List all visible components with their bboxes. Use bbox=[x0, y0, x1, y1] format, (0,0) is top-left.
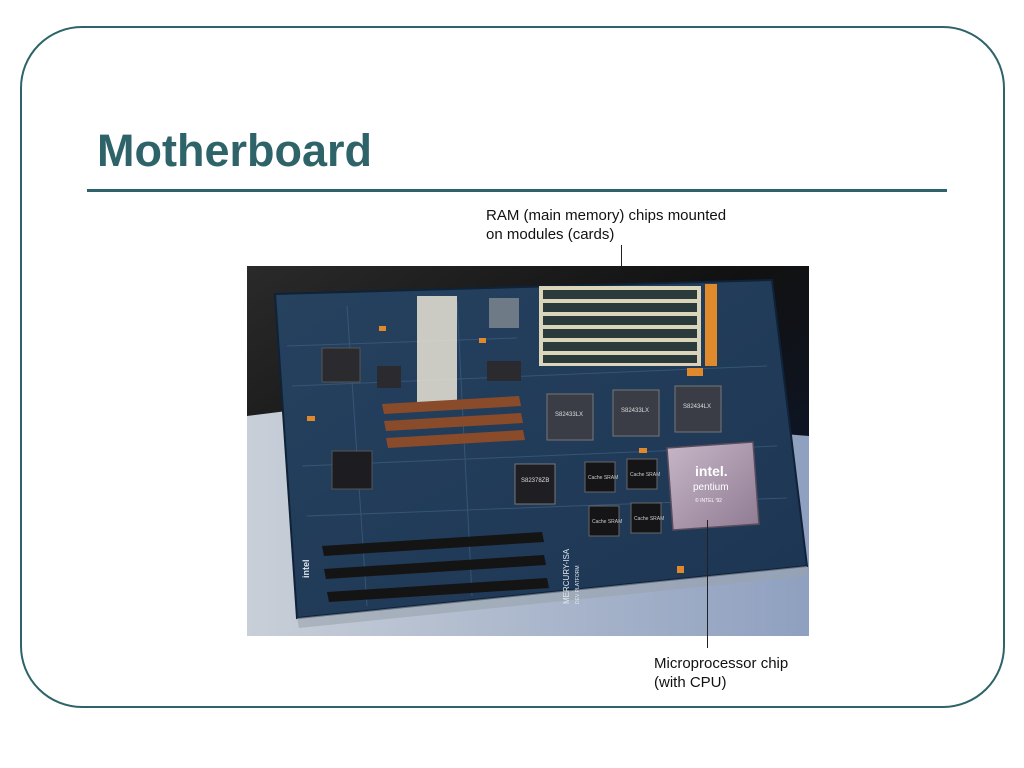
cpu-callout-line2: (with CPU) bbox=[654, 674, 727, 691]
cpu-brand: intel. bbox=[695, 463, 728, 479]
chip-small bbox=[377, 366, 401, 388]
socket-vertical bbox=[417, 296, 457, 406]
slide-frame bbox=[20, 26, 1005, 708]
cpu-leader-line bbox=[707, 520, 708, 648]
cache-sram-2 bbox=[626, 458, 658, 490]
chip-small-2 bbox=[487, 361, 521, 381]
chip-left-top bbox=[321, 347, 361, 383]
chipset-3-label: S82434LX bbox=[683, 404, 711, 410]
board-intel-logo: intel bbox=[301, 559, 311, 578]
chipset-4 bbox=[514, 463, 556, 505]
board-label: MERCURY-ISA bbox=[562, 548, 571, 604]
ram-callout-line2: on modules (cards) bbox=[486, 226, 615, 243]
pci-slots bbox=[382, 396, 525, 448]
chip-left-mid bbox=[331, 450, 373, 490]
cache-sram-2-label: Cache SRAM bbox=[630, 472, 660, 478]
chipset-3 bbox=[674, 385, 722, 433]
chipset-2 bbox=[612, 389, 660, 437]
cpu-callout-line1: Microprocessor chip bbox=[654, 655, 789, 672]
ram-callout-line1: RAM (main memory) chips mounted bbox=[486, 207, 727, 224]
ram-callout: RAM (main memory) chips mounted on modul… bbox=[486, 206, 726, 244]
board-sublabel: DEV PLATFORM bbox=[575, 565, 581, 604]
cpu-callout: Microprocessor chip (with CPU) bbox=[654, 654, 788, 692]
motherboard-photo: S82433LX S82433LX S82434LX S82378ZB Cach… bbox=[247, 266, 809, 636]
slide-title: Motherboard bbox=[97, 125, 372, 176]
chipset-2-label: S82433LX bbox=[621, 408, 649, 414]
cache-sram-4-label: Cache SRAM bbox=[634, 516, 664, 522]
chip-metal bbox=[489, 298, 519, 328]
cache-sram-1 bbox=[584, 461, 616, 493]
isa-slots bbox=[322, 532, 549, 602]
cache-sram-3 bbox=[588, 505, 620, 537]
cache-sram-1-label: Cache SRAM bbox=[588, 475, 618, 481]
cache-sram-4 bbox=[630, 502, 662, 534]
cpu-model: pentium bbox=[693, 482, 729, 493]
title-underline bbox=[87, 189, 947, 192]
chipset-1-label: S82433LX bbox=[555, 412, 583, 418]
cpu-code: © INTEL '92 bbox=[695, 497, 722, 504]
orange-components bbox=[307, 326, 703, 573]
ram-modules bbox=[539, 284, 717, 366]
board-edge-shadow bbox=[297, 566, 807, 628]
chipset-4-label: S82378ZB bbox=[521, 478, 549, 484]
chipset-1 bbox=[546, 393, 594, 441]
cache-sram-3-label: Cache SRAM bbox=[592, 519, 622, 525]
pentium-cpu bbox=[666, 441, 760, 531]
